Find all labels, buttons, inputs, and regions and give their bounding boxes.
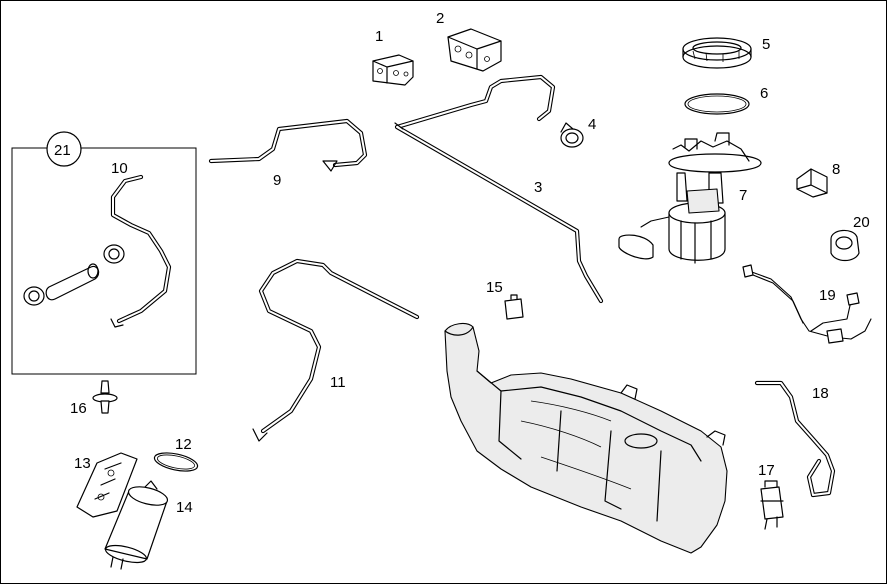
part-11-fuel-line[interactable]: [252, 258, 420, 442]
part-6-seal-inner: [687, 95, 747, 113]
part-17-connector[interactable]: [760, 480, 784, 530]
callout-2: 2: [436, 10, 444, 27]
callout-19: 19: [819, 287, 836, 304]
callout-8: 8: [832, 161, 840, 178]
callout-5: 5: [762, 36, 770, 53]
part-2-block[interactable]: [447, 28, 502, 72]
part-18-hose[interactable]: [754, 380, 836, 498]
part-20-clamp[interactable]: [830, 229, 860, 262]
callout-17: 17: [758, 462, 775, 479]
callout-16: 16: [70, 400, 87, 417]
part-13-bracket[interactable]: [76, 452, 138, 518]
callout-18: 18: [812, 385, 829, 402]
part-3-pipe[interactable]: [394, 74, 604, 304]
part-14-fuel-filter[interactable]: [104, 480, 169, 570]
callout-6: 6: [760, 85, 768, 102]
part-9-fuel-line[interactable]: [208, 118, 368, 172]
part-5-ring[interactable]: [682, 37, 752, 69]
callout-9: 9: [273, 172, 281, 189]
group-circle-21: [46, 131, 82, 167]
callout-12: 12: [175, 436, 192, 453]
part-12-seal-inner: [156, 454, 196, 470]
callout-3: 3: [534, 179, 542, 196]
callout-20: 20: [853, 214, 870, 231]
callout-13: 13: [74, 455, 91, 472]
fuel-tank[interactable]: [444, 322, 728, 554]
callout-7: 7: [739, 187, 747, 204]
group-box-21: [11, 147, 197, 375]
callout-1: 1: [375, 28, 383, 45]
part-16-bolt[interactable]: [92, 380, 118, 414]
part-6-seal[interactable]: [684, 93, 750, 115]
part-1-block[interactable]: [372, 54, 414, 86]
part-21-hose-piece[interactable]: [45, 263, 100, 301]
part-21-clamp-left[interactable]: [23, 286, 45, 306]
callout-11: 11: [330, 374, 346, 391]
part-8-clip[interactable]: [796, 168, 828, 198]
callout-10: 10: [111, 160, 128, 177]
callout-15: 15: [486, 279, 503, 296]
callout-21: 21: [54, 142, 71, 159]
part-7-fuel-pump-module[interactable]: [618, 132, 762, 264]
part-21-clamp-right[interactable]: [103, 244, 125, 264]
callout-14: 14: [176, 499, 193, 516]
part-19-wiring-harness[interactable]: [742, 264, 872, 344]
part-10-hose[interactable]: [110, 174, 172, 328]
callout-4: 4: [588, 116, 596, 133]
part-12-seal[interactable]: [153, 450, 199, 475]
part-4-clamp[interactable]: [560, 122, 584, 148]
part-15-sensor[interactable]: [504, 294, 524, 320]
